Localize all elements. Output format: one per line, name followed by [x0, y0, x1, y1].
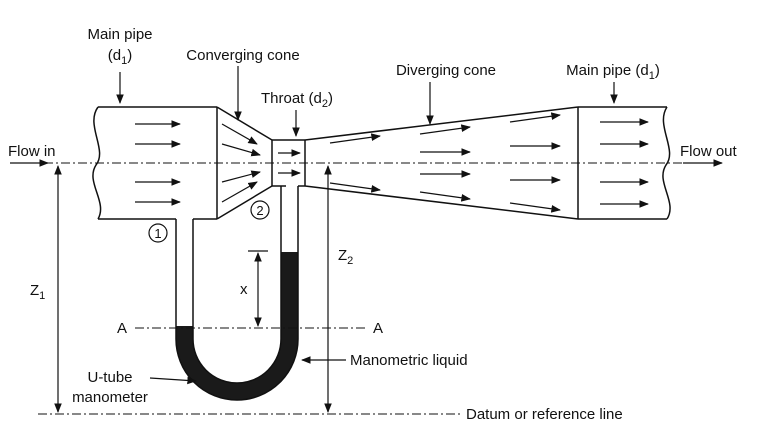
venturimeter-body — [92, 106, 671, 220]
level-a-right-label: A — [373, 320, 383, 337]
flow-in-label: Flow in — [8, 143, 56, 160]
main-pipe-right-break — [662, 106, 671, 220]
z1-label: Z1 — [30, 282, 45, 302]
section-2-label: 2 — [256, 203, 263, 218]
flow-arrow — [509, 112, 561, 123]
manometric-liquid-label: Manometric liquid — [350, 352, 468, 369]
main-pipe-right-label: Main pipe (d1) — [566, 62, 660, 82]
converging-cone — [216, 106, 273, 220]
converging-cone-label: Converging cone — [186, 47, 299, 64]
section-1-marker — [148, 223, 168, 243]
u-tube-inner-wall — [192, 186, 282, 384]
z2-label: Z2 — [338, 247, 353, 267]
main-pipe-left-label-line2: (d1) — [108, 47, 132, 67]
section-2-marker — [250, 200, 270, 220]
main-pipe-left-break — [92, 106, 102, 220]
main-pipe-left — [98, 106, 218, 220]
flow-out-label: Flow out — [680, 143, 738, 160]
throat — [271, 139, 306, 187]
flow-arrow — [419, 191, 471, 202]
flow-arrow — [329, 133, 381, 144]
main-pipe-left-label-line1: Main pipe — [87, 26, 152, 43]
flow-arrow — [419, 124, 471, 135]
u-tube-label-line1: U-tube — [87, 369, 132, 386]
throat-label: Throat (d2) — [261, 90, 333, 110]
flow-arrows — [135, 112, 649, 213]
flow-arrow — [221, 170, 261, 183]
u-tube-label-line2: manometer — [72, 389, 148, 406]
flow-arrow — [329, 182, 381, 193]
u-tube-outer-wall — [175, 186, 299, 401]
flow-arrow — [221, 143, 261, 157]
u-tube-pointer — [149, 376, 197, 385]
diverging-cone — [304, 106, 579, 220]
flow-arrow — [221, 181, 258, 203]
x-dimension — [248, 250, 268, 327]
datum-line-label: Datum or reference line — [466, 406, 623, 423]
diverging-cone-label: Diverging cone — [396, 62, 496, 79]
x-label: x — [240, 281, 248, 298]
manometric-liquid-fill — [176, 252, 298, 400]
leader-arrows — [10, 66, 723, 385]
level-a-left-label: A — [117, 320, 127, 337]
flow-arrow — [221, 123, 258, 145]
u-tube-manometer — [175, 186, 299, 401]
flow-arrow — [509, 202, 561, 213]
section-1-label: 1 — [154, 226, 161, 241]
